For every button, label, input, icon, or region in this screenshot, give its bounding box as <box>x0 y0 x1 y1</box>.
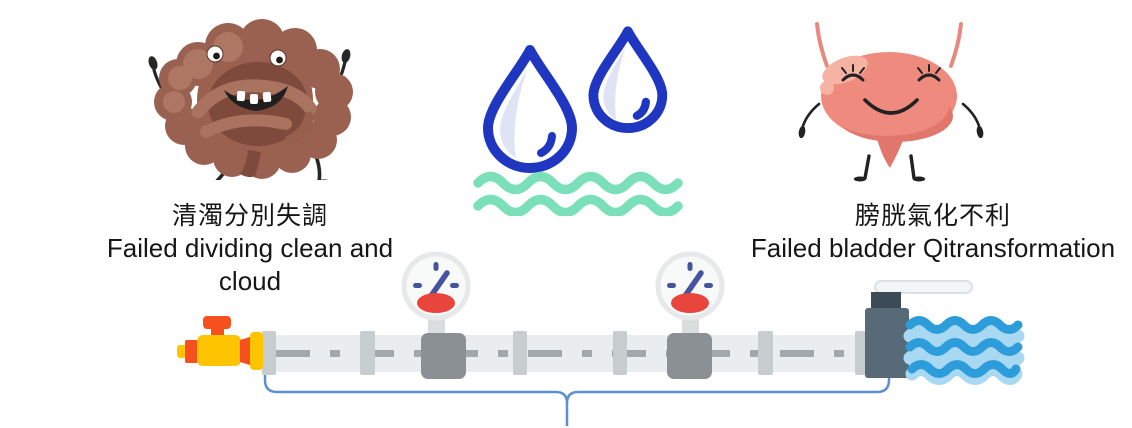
bladder-face <box>841 64 941 115</box>
mint-waves <box>473 171 683 216</box>
pipe-couplings <box>262 331 869 375</box>
right-caption: 膀胱氣化不利 Failed bladder Qitransformation <box>750 200 1116 265</box>
left-caption: 清濁分別失調 Failed dividing clean and cloud <box>80 200 420 298</box>
droplet-large <box>483 45 577 173</box>
right-caption-chinese: 膀胱氣化不利 <box>854 202 1011 230</box>
bladder-body <box>820 52 957 168</box>
water-droplets-icon <box>473 26 683 216</box>
outlet-valve-icon <box>865 280 973 378</box>
gauge-needle <box>682 270 704 299</box>
gauge-red-zone <box>417 293 455 313</box>
brace-bracket <box>263 372 891 426</box>
intestines-character <box>148 19 353 180</box>
left-caption-english: Failed dividing clean and cloud <box>106 233 394 296</box>
water-flow-icon <box>903 316 1025 385</box>
right-caption-english: Failed bladder Qitransformation <box>750 233 1116 263</box>
bladder-ureters <box>815 22 963 68</box>
gauge-red-zone <box>671 293 709 313</box>
bladder-legs <box>853 154 926 182</box>
intestine-face <box>206 45 288 111</box>
droplet-small <box>588 26 668 133</box>
pipe-body <box>262 335 902 372</box>
pressure-gauge-icon <box>655 251 725 379</box>
pressure-gauge-icon <box>401 251 471 379</box>
bladder-character <box>798 22 984 182</box>
left-caption-chinese: 清濁分別失調 <box>171 202 328 230</box>
pipeline-illustration <box>177 251 1025 426</box>
gauge-needle <box>428 270 450 299</box>
bladder-arms <box>798 102 984 139</box>
shutoff-valve-icon <box>177 316 263 370</box>
